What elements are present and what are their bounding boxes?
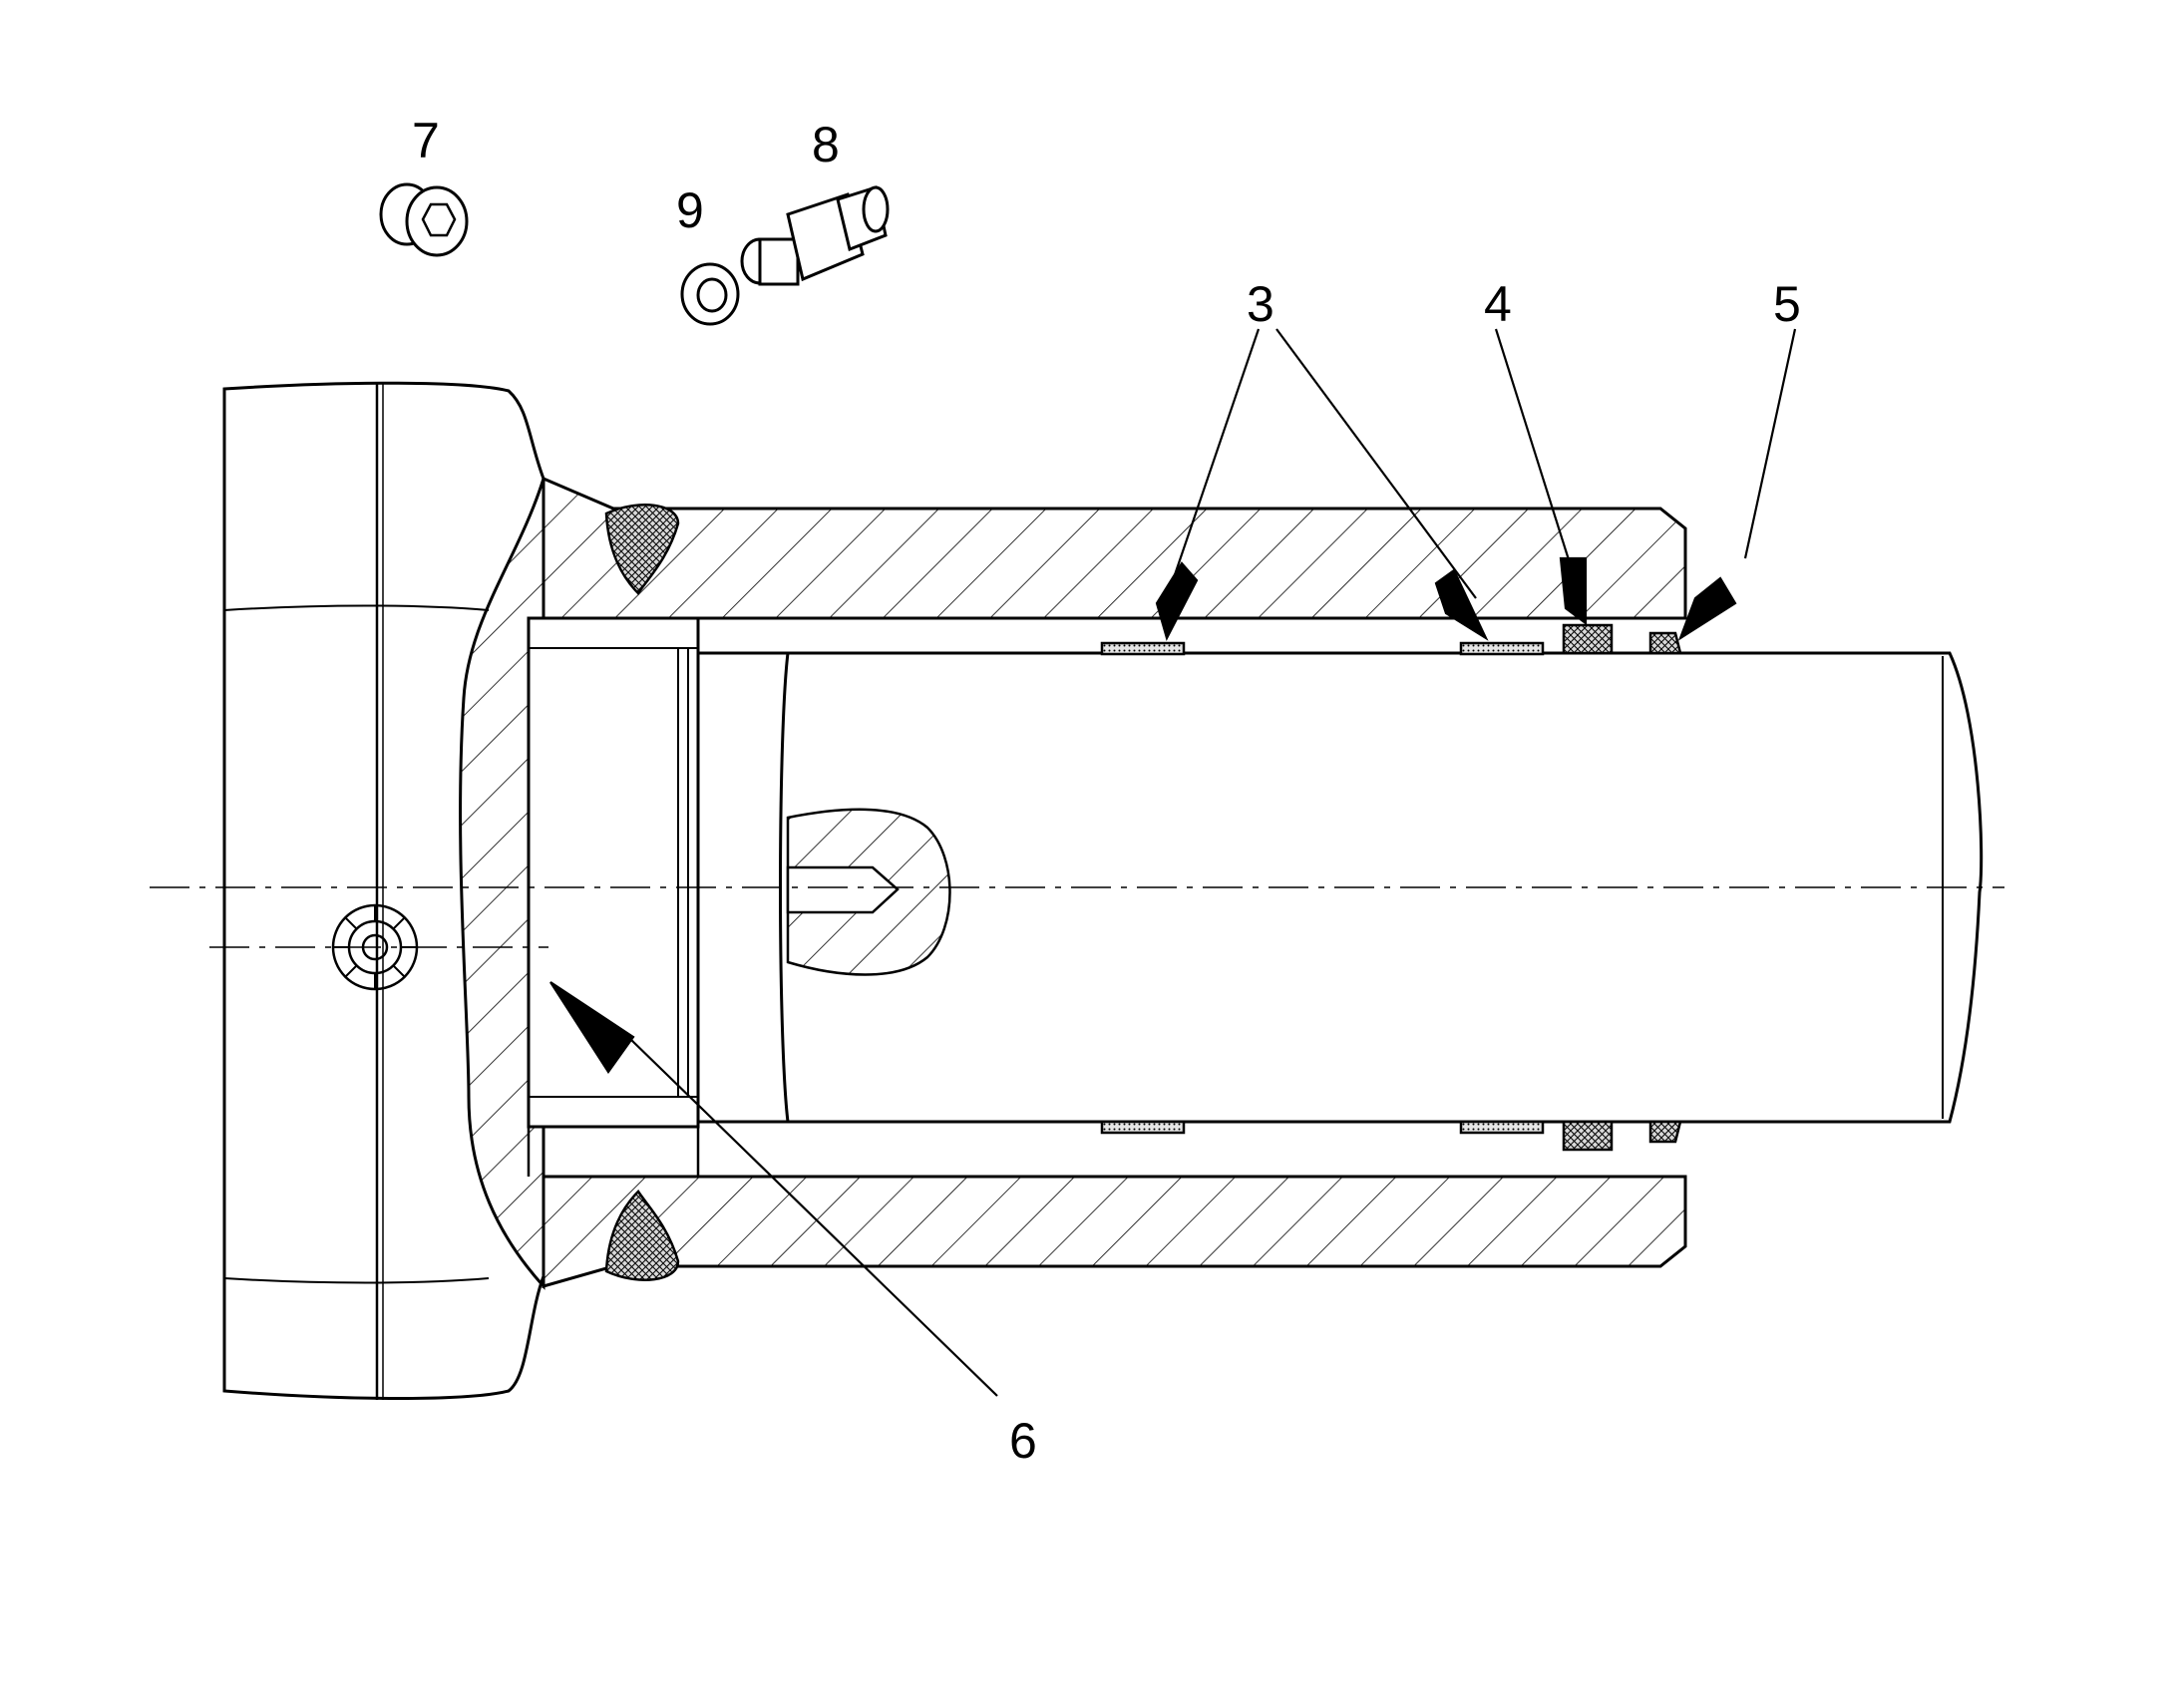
piston-rod: [698, 651, 1984, 1124]
wiper: [1648, 631, 1682, 1144]
callout-5: 5: [1773, 276, 1801, 332]
leader-lines: [549, 328, 1797, 1397]
callout-3: 3: [1247, 276, 1274, 332]
weld-bottom: [604, 1190, 680, 1281]
port-fitting: [331, 903, 419, 991]
plug-screw: [379, 182, 469, 257]
cylinder-tube: [459, 476, 1687, 1290]
rod-threaded-bore: [786, 808, 951, 976]
sealing-washer: [680, 262, 740, 326]
callout-9: 9: [676, 182, 704, 238]
rod-seal: [1562, 623, 1614, 1152]
guide-bands: [1100, 641, 1545, 1135]
callout-4: 4: [1484, 276, 1512, 332]
callout-labels: 3 4 5 6 7 8 9: [412, 113, 1801, 1469]
center-lines: [150, 886, 2004, 948]
bleed-valve: [740, 185, 890, 286]
callout-8: 8: [812, 117, 840, 172]
piston: [527, 616, 700, 1177]
callout-7: 7: [412, 113, 440, 169]
callout-6: 6: [1009, 1413, 1037, 1469]
weld-top: [604, 504, 680, 595]
